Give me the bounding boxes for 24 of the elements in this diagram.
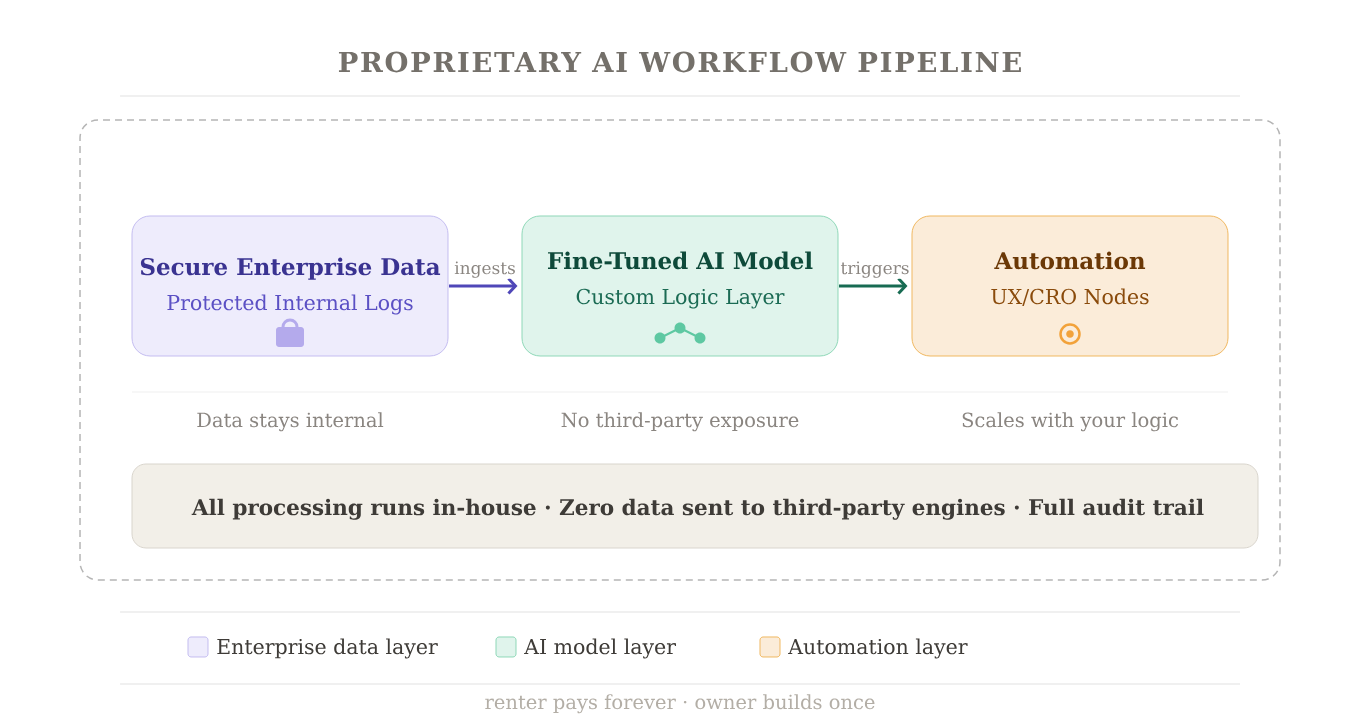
node-subtitle: Custom Logic Layer — [576, 288, 785, 309]
node-subtitle: UX/CRO Nodes — [991, 288, 1149, 306]
arrow — [839, 277, 908, 295]
caption-text: Scales with your logic — [962, 412, 1179, 432]
node-title: Secure Enterprise Data — [140, 257, 441, 280]
process-box — [131, 215, 449, 357]
note-banner — [131, 463, 1259, 549]
node-subtitle: Protected Internal Logs — [167, 294, 413, 315]
dashed-frame — [79, 119, 1281, 581]
process-box — [521, 215, 839, 357]
process-box — [911, 215, 1229, 357]
banner-text: All processing runs in-house · Zero data sent to third-party engines · Full audit trail — [191, 498, 1204, 520]
footer-caption: renter pays forever · owner builds once — [485, 694, 875, 714]
node-title: Fine-Tuned AI Model — [548, 251, 813, 270]
caption-text: No third-party exposure — [561, 412, 799, 432]
edge-label: ingests — [453, 260, 517, 279]
edge-label: triggers — [839, 260, 911, 279]
legend-label: Automation layer — [788, 638, 968, 659]
title: PROPRIETARY AI WORKFLOW PIPELINE — [338, 51, 1021, 73]
legend-label: Enterprise data layer — [217, 638, 438, 659]
legend-label: AI model layer — [524, 638, 676, 659]
arrow — [449, 277, 518, 295]
node-title: Automation — [994, 251, 1146, 270]
caption-text: Data stays internal — [197, 412, 384, 432]
